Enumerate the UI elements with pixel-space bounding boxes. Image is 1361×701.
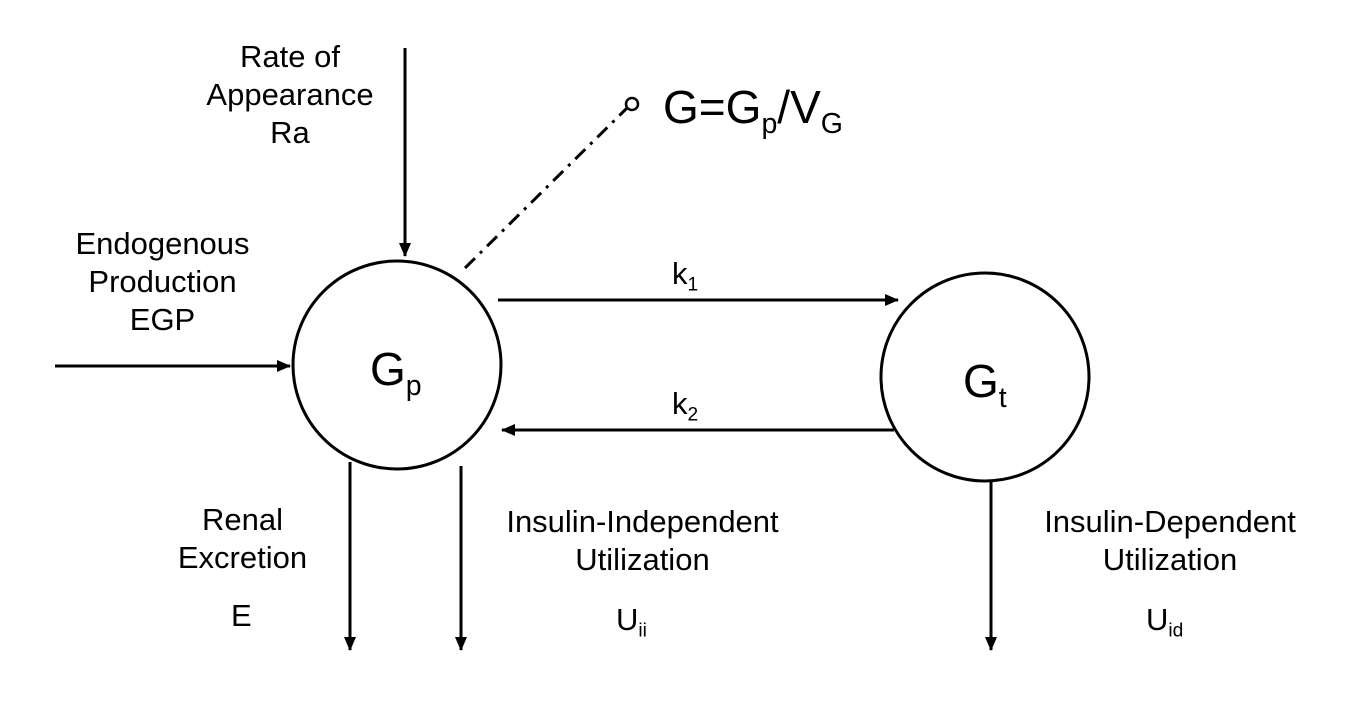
insulin-dependent-symbol: Uid [1146,602,1183,641]
equation-lhs-sub: p [761,107,778,140]
tissue-compartment-circle [879,271,1091,483]
rate-of-appearance-line-3: Ra [270,115,310,150]
equation-lhs: G=G [663,81,762,133]
renal-excretion-line-2: Excretion [177,540,308,575]
renal-excretion-symbol: E [231,600,252,631]
insulin-independent-line-1: Insulin-Independent [506,504,779,539]
insulin-dependent-line-2: Utilization [1102,542,1238,577]
uii-base: U [616,602,639,637]
k1-base: k [672,256,688,291]
rate-of-appearance-line-2: Appearance [206,77,374,112]
measurement-dashdot-line [463,106,629,270]
insulin-dependent-line-1: Insulin-Dependent [1044,504,1296,539]
plasma-compartment-base: G [370,343,406,395]
uii-sub: ii [638,620,647,642]
plasma-compartment-sub: p [405,369,422,402]
uid-base: U [1146,602,1169,637]
rate-of-appearance-label: Rate of Appearance Ra [175,38,405,152]
endogenous-production-line-1: Endogenous [75,226,250,261]
k2-label: k2 [672,386,698,425]
k1-label: k1 [672,256,698,295]
renal-excretion-line-1: Renal [202,502,283,537]
insulin-independent-line-2: Utilization [575,542,710,577]
tissue-compartment-sub: t [998,381,1007,414]
k2-sub: 2 [687,404,699,426]
insulin-independent-label: Insulin-Independent Utilization [465,503,820,579]
equation-rhs-sub: G [820,107,843,140]
uid-sub: id [1168,620,1184,642]
glucose-concentration-equation: G=Gp/VG [663,81,843,138]
tissue-compartment-base: G [963,355,999,407]
renal-excretion-label: Renal Excretion [150,501,335,577]
k1-sub: 1 [687,274,699,296]
rate-of-appearance-line-1: Rate of [240,39,340,74]
tissue-compartment-label: Gt [963,355,1007,412]
endogenous-production-line-2: Production [88,264,237,299]
plasma-compartment-circle [291,259,503,471]
insulin-dependent-label: Insulin-Dependent Utilization [1010,503,1330,579]
k2-base: k [672,386,688,421]
renal-symbol-text: E [231,598,252,633]
endogenous-production-line-3: EGP [129,302,196,337]
endogenous-production-label: Endogenous Production EGP [40,225,285,339]
measurement-point-icon [624,96,640,112]
plasma-compartment-label: Gp [370,343,422,400]
insulin-independent-symbol: Uii [616,602,647,641]
equation-rhs: /V [777,81,821,133]
